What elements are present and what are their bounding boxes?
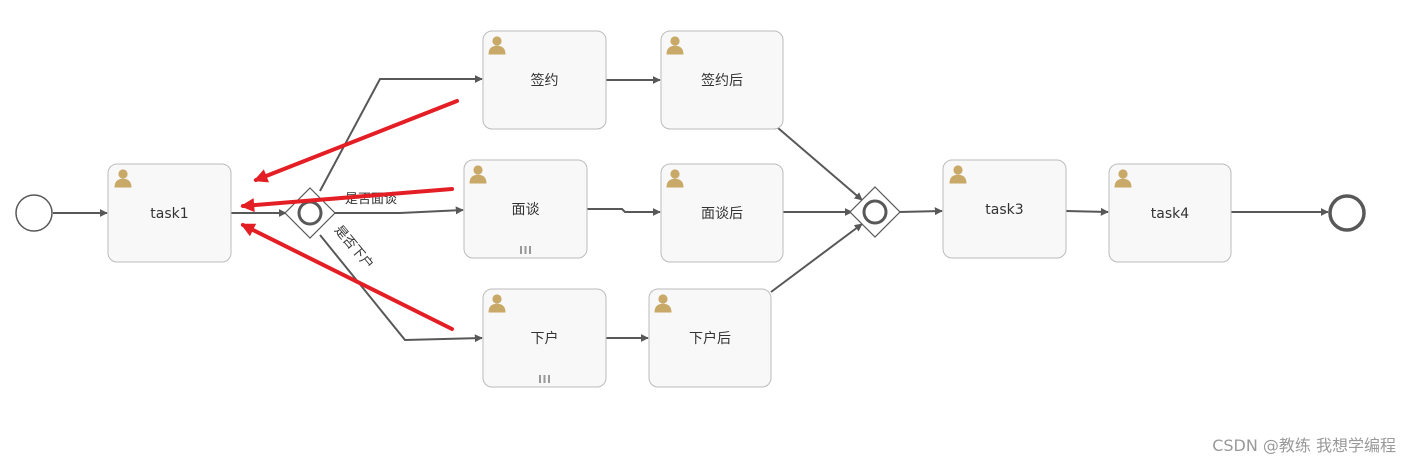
red-arrow-sign-to-task1 [253, 99, 459, 183]
task-label: task3 [985, 202, 1023, 218]
inclusive-gateway-icon [862, 199, 888, 225]
task-task4[interactable]: task4 [1108, 163, 1232, 263]
flow-join-to-task3[interactable] [898, 207, 943, 216]
task-box [648, 288, 772, 388]
flow-gateway-to-visit[interactable] [319, 234, 483, 343]
start-event[interactable] [15, 194, 53, 232]
gateway-diamond [849, 186, 901, 238]
task-box [463, 159, 588, 259]
task-box [107, 163, 232, 263]
task-visit[interactable]: 下户 [482, 288, 607, 388]
split-gateway[interactable] [284, 187, 336, 239]
parallel-multi-instance-icon [520, 246, 531, 254]
end-event[interactable] [1328, 194, 1366, 232]
task-label: 面谈 [512, 202, 540, 218]
flow-sign-after-to-join[interactable] [777, 127, 863, 201]
task-label: 签约 [531, 72, 559, 89]
task-box [482, 30, 607, 130]
flow-visit-after-to-join[interactable] [770, 223, 863, 293]
task-task3[interactable]: task3 [942, 159, 1067, 259]
watermark: CSDN @教练 我想学编程 [1212, 436, 1396, 455]
task-label: 下户后 [689, 330, 731, 347]
flow-gateway-to-sign[interactable] [319, 75, 483, 192]
task-label: task1 [150, 206, 188, 222]
task-label: task4 [1151, 206, 1189, 222]
task-label: 签约后 [701, 72, 743, 89]
task-visit-after[interactable]: 下户后 [648, 288, 772, 388]
join-gateway[interactable] [849, 186, 901, 238]
gateway-diamond [284, 187, 336, 239]
red-arrow-visit-to-task1 [240, 223, 454, 331]
task-sign-after[interactable]: 签约后 [660, 30, 784, 130]
task-box [660, 163, 784, 263]
red-arrow-interview-to-task1 [240, 187, 454, 213]
task-box [942, 159, 1067, 259]
task-label: 面谈后 [701, 206, 743, 222]
flow-interview-to-interview-after[interactable] [587, 208, 661, 216]
flow-task3-to-task4[interactable] [1065, 207, 1109, 216]
edge-label-visit: 是否下户 [331, 222, 377, 272]
task-box [482, 288, 607, 388]
task-interview-after[interactable]: 面谈后 [660, 163, 784, 263]
task-label: 下户 [531, 330, 559, 347]
task-box [1108, 163, 1232, 263]
task-sign[interactable]: 签约 [482, 30, 607, 130]
parallel-multi-instance-icon [539, 375, 550, 383]
annotation-arrows [240, 99, 459, 331]
task-interview[interactable]: 面谈 [463, 159, 588, 259]
flow-gateway-to-interview[interactable] [334, 206, 464, 215]
sequence-flows [53, 75, 1329, 343]
task-box [660, 30, 784, 130]
task-task1[interactable]: task1 [107, 163, 232, 263]
